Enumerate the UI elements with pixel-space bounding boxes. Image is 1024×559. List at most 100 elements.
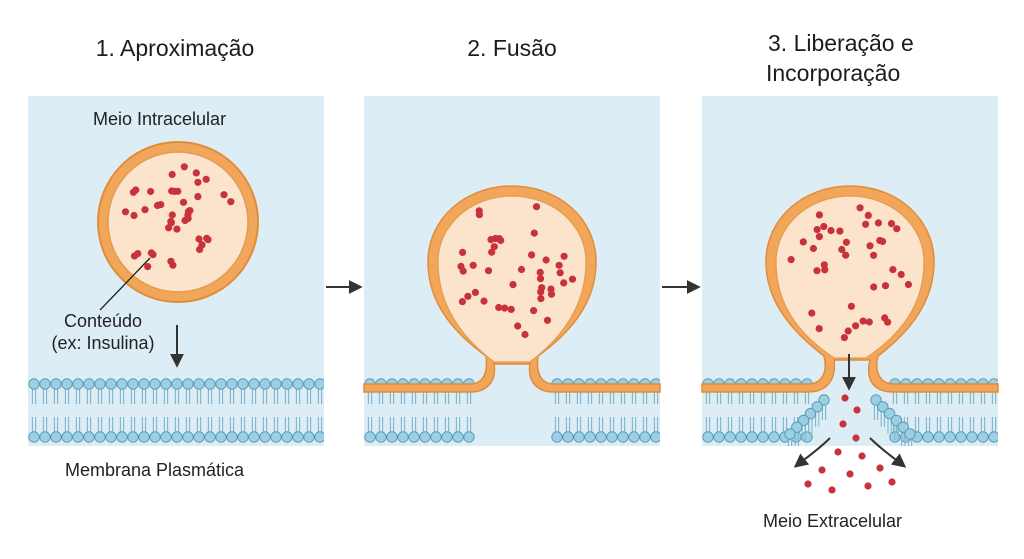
cargo-dot (517, 265, 526, 274)
cargo-dot (847, 302, 856, 310)
cargo-dot (130, 211, 138, 220)
released-cargo-dot (853, 406, 861, 414)
cargo-dot (827, 227, 835, 235)
cargo-dot (874, 219, 883, 227)
cargo-dot (862, 220, 870, 228)
cargo-dot (897, 270, 905, 279)
cargo-dot (547, 285, 555, 293)
cargo-dot (820, 222, 828, 231)
cargo-dot (198, 241, 206, 249)
cargo-dot (536, 268, 544, 276)
intracellular-label: Meio Intracelular (93, 109, 227, 129)
cargo-dot (168, 170, 176, 179)
cargo-dot (471, 288, 479, 296)
cargo-dot (169, 261, 177, 269)
released-cargo-dot (864, 482, 872, 490)
cargo-dot (147, 187, 155, 196)
cargo-dot (192, 169, 200, 177)
released-cargo-dot (888, 478, 896, 486)
released-cargo-dot (828, 486, 836, 494)
released-cargo-dot (846, 470, 854, 478)
cargo-dot (495, 303, 503, 312)
cargo-dot (560, 252, 568, 260)
cargo-dot (889, 266, 897, 274)
cargo-dot (543, 316, 552, 324)
cargo-dot (537, 288, 545, 296)
cargo-dot (171, 187, 179, 195)
cargo-dot (840, 334, 849, 342)
released-cargo-dot (804, 480, 812, 488)
cargo-dot (141, 206, 149, 214)
cargo-dot (530, 307, 538, 315)
cargo-dot (864, 211, 872, 219)
release-arrow-left (793, 437, 831, 468)
released-cargo-dot (818, 466, 826, 474)
cargo-dot (147, 249, 155, 257)
extracellular-label: Meio Extracelular (763, 511, 903, 531)
cargo-dot (167, 217, 175, 226)
cargo-dot (881, 282, 890, 290)
cargo-dot (881, 314, 889, 322)
content-label-line-1: Conteúdo (63, 311, 143, 331)
cargo-dot (813, 267, 821, 275)
cargo-dot (568, 275, 577, 283)
cargo-dot (865, 318, 873, 326)
cargo-dot (130, 252, 139, 260)
cargo-dot (509, 281, 517, 289)
cargo-dot (521, 330, 529, 339)
cargo-dot (464, 292, 472, 300)
cargo-dot (227, 198, 235, 206)
cargo-dot (532, 203, 541, 211)
cargo-dot (484, 267, 493, 275)
cargo-dot (838, 245, 846, 254)
cargo-dot (842, 251, 850, 259)
cargo-dot (459, 248, 467, 256)
cargo-dot (195, 235, 203, 243)
cargo-dot (870, 283, 878, 291)
cargo-dot (787, 256, 795, 264)
cargo-dot (542, 256, 550, 264)
released-cargo-molecules (804, 394, 896, 494)
cargo-dot (813, 226, 821, 234)
released-cargo-dot (858, 452, 866, 460)
cargo-dot (121, 208, 130, 216)
cargo-dot (132, 186, 140, 194)
cargo-dot (480, 297, 488, 305)
cargo-dot (203, 234, 211, 242)
cargo-dot (904, 280, 913, 289)
cargo-dot (859, 317, 867, 325)
cargo-dot (179, 198, 188, 206)
cargo-dot (490, 243, 498, 251)
panel-2-title: 2. Fusão (392, 33, 632, 63)
cargo-dot (165, 224, 173, 232)
release-arrow-right (869, 437, 907, 468)
panel-3-title: 3. Liberação e Incorporação (730, 28, 970, 88)
cargo-molecules-panel-1 (121, 163, 235, 271)
cargo-dot (809, 244, 818, 253)
cargo-dot (836, 227, 844, 235)
cargo-dot (501, 304, 509, 312)
vesicle-panel-1 (97, 141, 259, 303)
cargo-dot (856, 204, 864, 212)
cargo-dot (870, 251, 878, 259)
cargo-dot (180, 163, 188, 171)
cargo-dot (887, 220, 896, 228)
cargo-dot (202, 175, 210, 183)
cargo-dot (820, 261, 828, 269)
cargo-dot (866, 242, 874, 250)
cargo-dot (799, 238, 807, 246)
cargo-dot (514, 322, 522, 330)
cargo-dot (842, 238, 851, 246)
cargo-dot (555, 261, 563, 269)
cargo-dot (458, 298, 466, 306)
cargo-dot (808, 309, 816, 317)
vesicle-panel-2 (363, 185, 661, 393)
cargo-dot (173, 225, 181, 233)
cargo-dot (488, 248, 496, 256)
cargo-dot (153, 201, 162, 210)
cargo-dot (815, 233, 824, 241)
cargo-dot (815, 325, 823, 333)
cargo-molecules-panel-2 (457, 203, 577, 339)
cargo-dot (194, 193, 202, 201)
vesicle-panel-3 (701, 185, 999, 393)
